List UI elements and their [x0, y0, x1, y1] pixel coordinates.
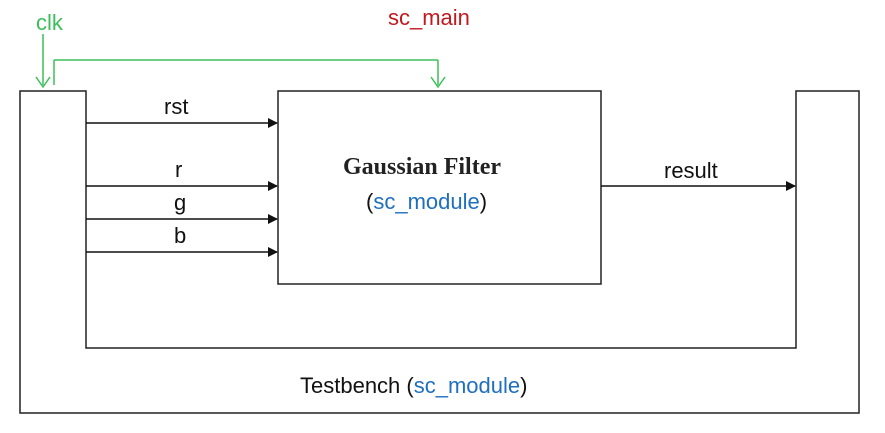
gaussian-filter-type: (sc_module) [366, 189, 487, 215]
testbench-frame [19, 90, 860, 414]
gaussian-filter-box [277, 90, 602, 285]
clk-label: clk [36, 10, 63, 35]
testbench-paren-close: ) [520, 373, 528, 398]
gaussian-sc-module: sc_module [373, 189, 480, 214]
gaussian-paren-open: ( [366, 189, 374, 214]
testbench-title: Testbench (sc_module) [300, 373, 527, 399]
testbench-label: Testbench [300, 373, 401, 398]
testbench-sc-module: sc_module [413, 373, 521, 398]
gaussian-paren-close: ) [479, 189, 488, 214]
g-label: g [174, 190, 187, 215]
b-label: b [174, 223, 187, 248]
gaussian-filter-title: Gaussian Filter [343, 154, 502, 180]
rst-label: rst [164, 94, 189, 119]
sc-main-label: sc_main [388, 5, 470, 30]
clock-network [35, 34, 446, 89]
result-label: result [664, 158, 718, 183]
r-label: r [175, 157, 183, 182]
testbench-paren-open: ( [406, 373, 414, 398]
